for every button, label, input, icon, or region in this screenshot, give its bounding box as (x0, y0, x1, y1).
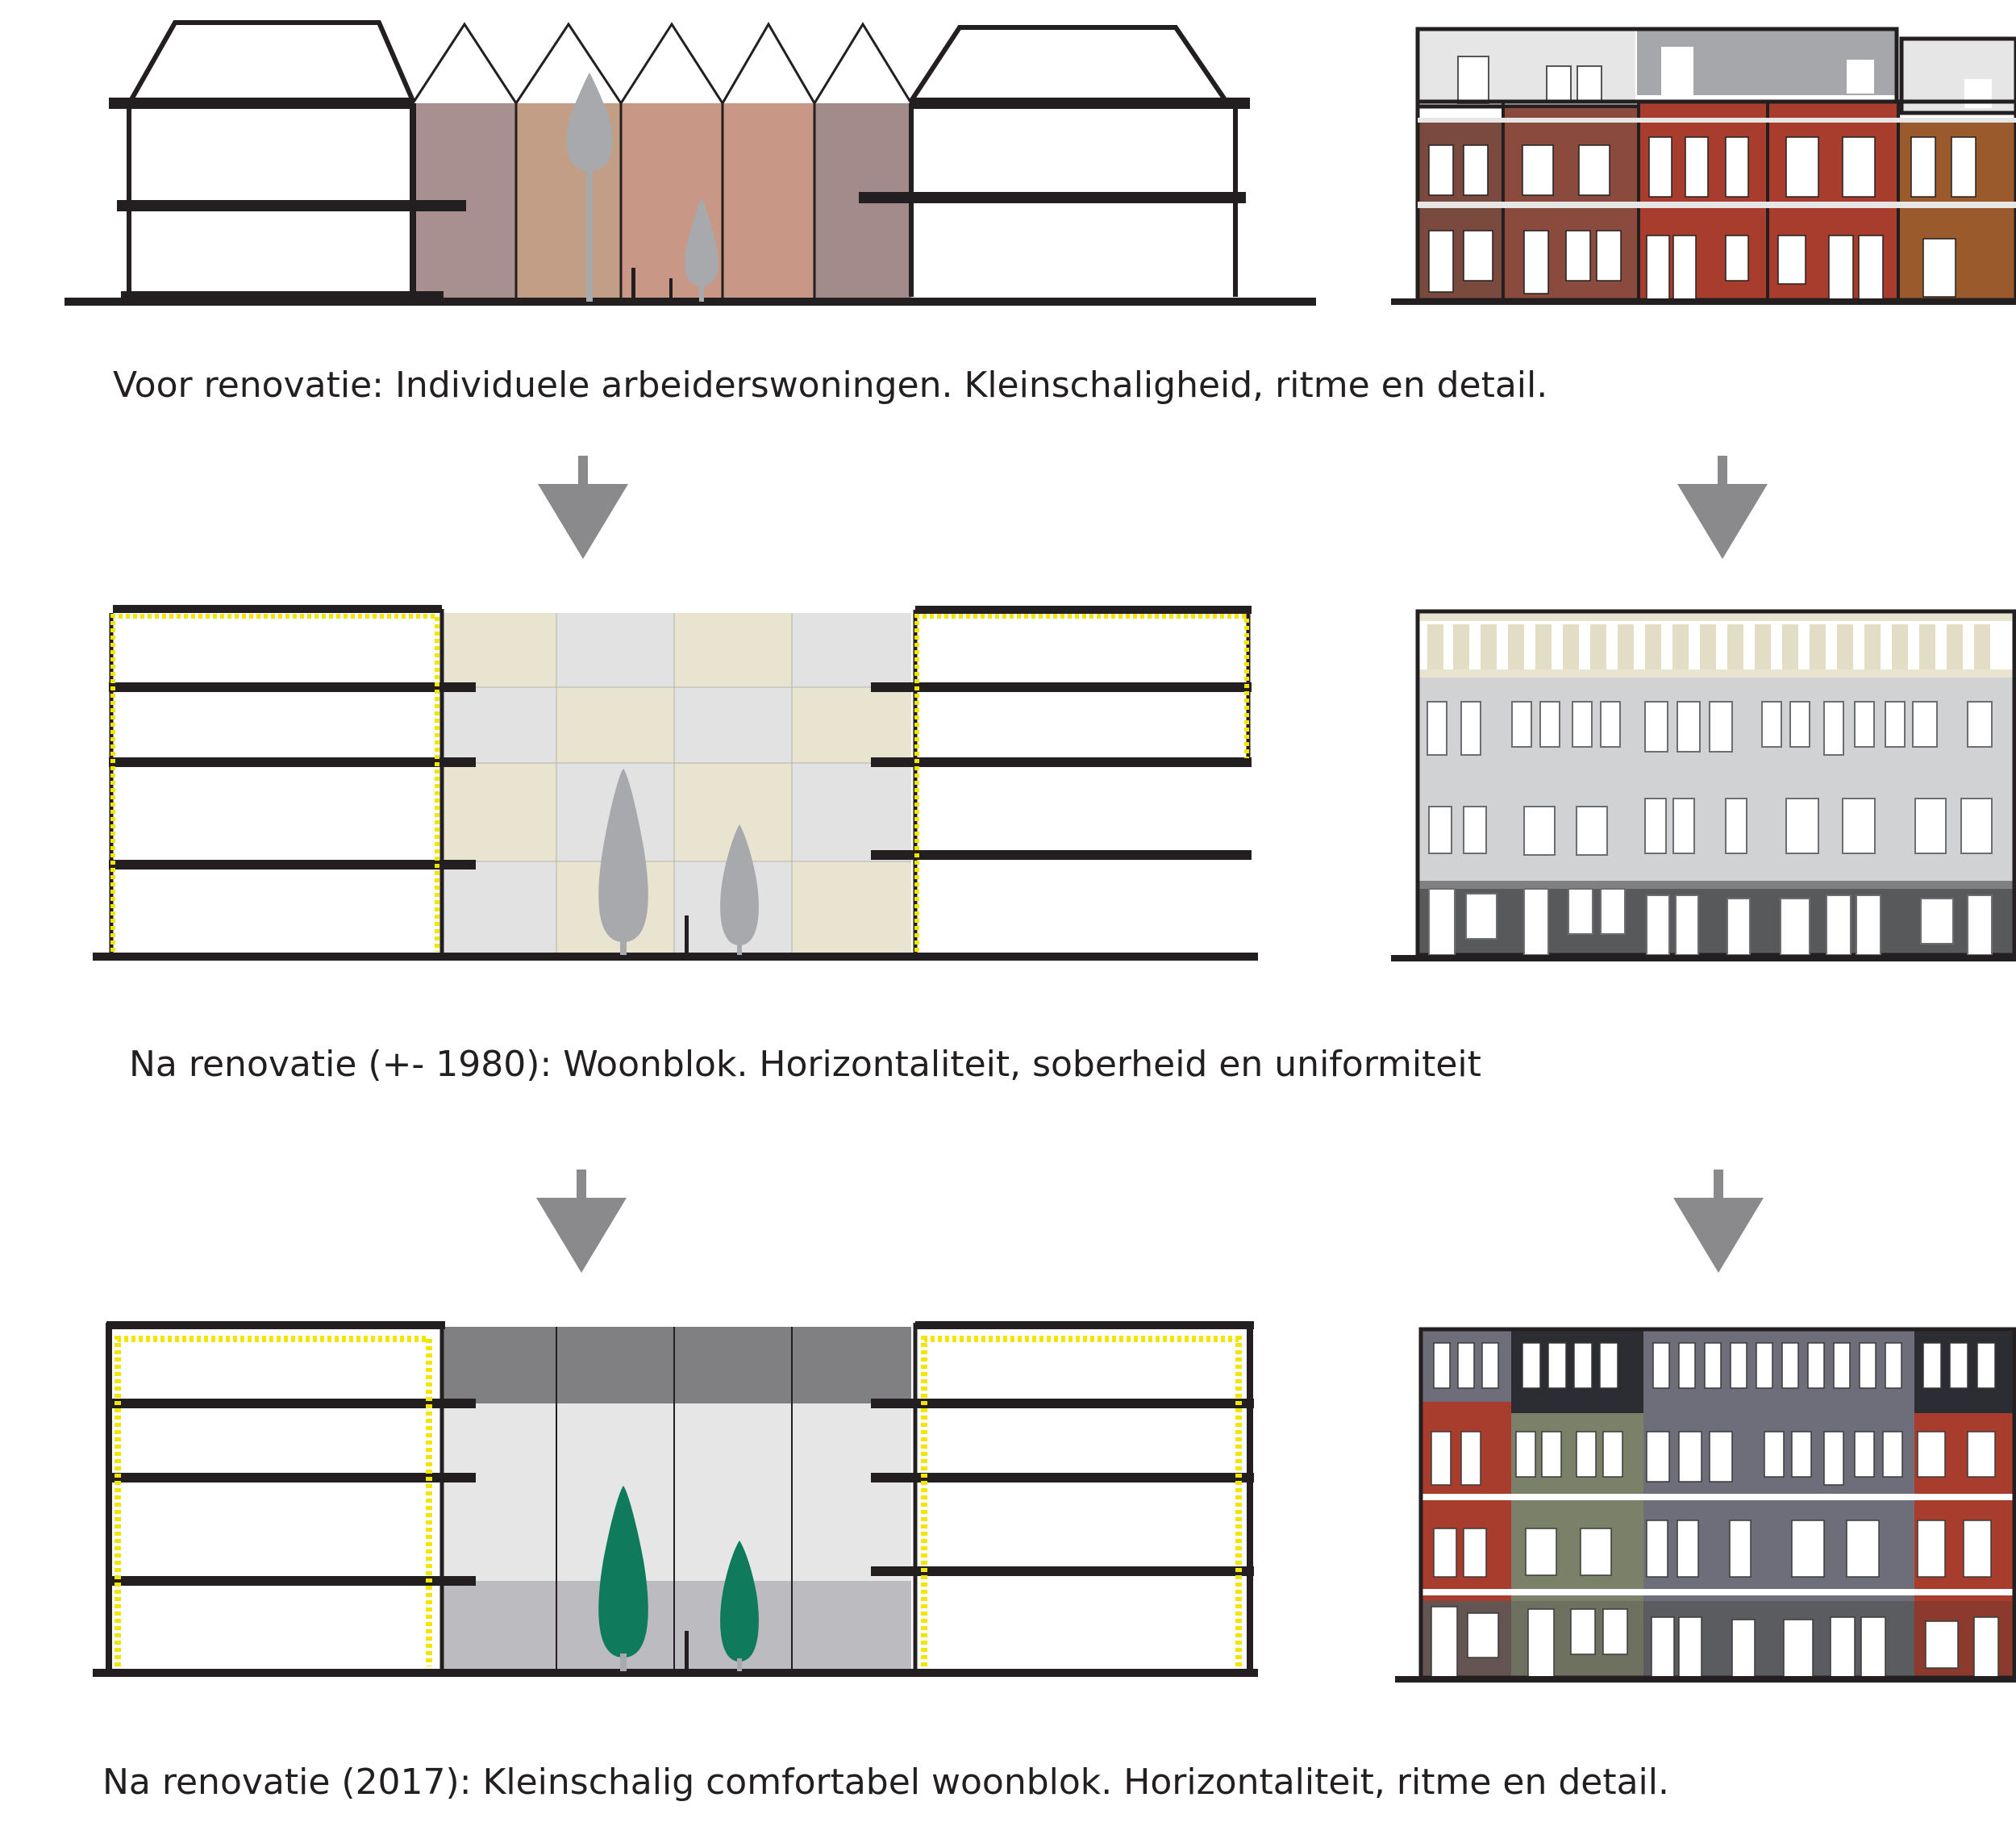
left-block-section (109, 605, 476, 953)
tree-icon (720, 1541, 759, 1671)
caption-after-1980: Na renovatie (+- 1980): Woonblok. Horizo… (129, 1044, 1481, 1085)
facade-1980 (1391, 609, 2016, 961)
courtyard-tiles (442, 613, 911, 953)
right-block-section (871, 1321, 1254, 1671)
section-after-1980 (93, 605, 2016, 961)
tree-icon (720, 824, 759, 955)
courtyard-bay (723, 103, 814, 298)
tree-icon (566, 73, 613, 302)
down-arrow-icon (1677, 456, 1768, 559)
right-house-section (859, 25, 1250, 297)
down-arrow-icon (538, 456, 628, 559)
right-block-section (871, 606, 1252, 953)
insulation (115, 1336, 432, 1666)
facade-2017 (1395, 1327, 2016, 1683)
down-arrow-icon (1673, 1170, 1764, 1273)
tree-icon (598, 1486, 648, 1671)
section-before-renovation (65, 20, 2016, 306)
left-block-section (106, 1321, 476, 1671)
caption-before: Voor renovatie: Individuele arbeiderswon… (113, 365, 1547, 406)
courtyard-panels (442, 1327, 911, 1671)
caption-after-2017: Na renovatie (2017): Kleinschalig comfor… (102, 1762, 1669, 1803)
left-house-section (109, 20, 466, 299)
facade-before (1391, 27, 2016, 305)
tree-icon (685, 198, 719, 302)
section-after-2017 (93, 1321, 2016, 1683)
sawtooth-roof (411, 22, 913, 106)
insulation (914, 614, 1249, 952)
down-arrow-icon (536, 1170, 627, 1273)
tree-icon (598, 769, 648, 955)
insulation (110, 614, 439, 952)
insulation (921, 1336, 1242, 1666)
